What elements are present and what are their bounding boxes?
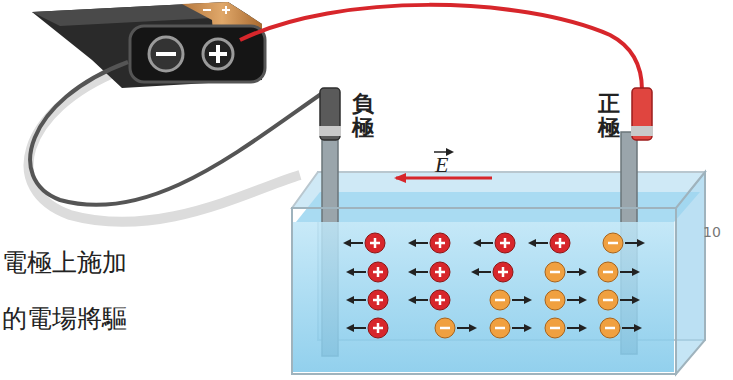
- plus-sign: [374, 238, 377, 248]
- anion: [490, 318, 510, 338]
- minus-sign: [608, 242, 618, 245]
- battery-terminal-plate: [130, 26, 265, 82]
- positive-wire: [240, 5, 642, 90]
- body-text: 的電場將驅: [2, 302, 127, 335]
- minus-sign: [550, 271, 560, 274]
- page-number: 10: [703, 224, 721, 240]
- cation: [368, 318, 388, 338]
- ion-arrow: [348, 299, 366, 301]
- ion-group: [345, 233, 643, 338]
- plus-sign: [504, 238, 507, 248]
- plus-sign: [439, 238, 442, 248]
- cation: [550, 233, 570, 253]
- electrode-label: 負極: [352, 92, 374, 140]
- ion-arrow: [620, 299, 638, 301]
- electrode-label: 正極: [598, 92, 620, 140]
- cation: [495, 233, 515, 253]
- ion-arrow: [625, 242, 643, 244]
- anion: [545, 262, 565, 282]
- anion: [598, 290, 618, 310]
- minus-sign: [440, 327, 450, 330]
- anion: [545, 318, 565, 338]
- minus-sign: [603, 299, 613, 302]
- ion-arrow: [410, 242, 428, 244]
- positive-clip: [632, 88, 652, 140]
- body-text: 電極上施加: [2, 246, 127, 279]
- cation: [365, 233, 385, 253]
- plus-sign: [559, 238, 562, 248]
- water-front: [292, 222, 674, 372]
- ion-arrow: [473, 271, 491, 273]
- ion-arrow: [475, 242, 493, 244]
- ion-arrow: [345, 242, 363, 244]
- negative-wire: [30, 62, 324, 205]
- plus-sign: [216, 45, 220, 63]
- minus-sign: [495, 327, 505, 330]
- minus-mark: [203, 9, 211, 11]
- ion-arrow: [410, 299, 428, 301]
- anion: [545, 290, 565, 310]
- ion-arrow: [567, 299, 585, 301]
- ion-arrow: [512, 327, 530, 329]
- anion: [435, 318, 455, 338]
- plus-sign: [377, 295, 380, 305]
- cation: [368, 262, 388, 282]
- cation: [430, 290, 450, 310]
- tank-side: [676, 172, 705, 374]
- plus-sign: [439, 267, 442, 277]
- ion-arrow: [622, 327, 640, 329]
- plus-sign: [439, 295, 442, 305]
- cation: [430, 262, 450, 282]
- ion-arrow: [567, 271, 585, 273]
- cation: [368, 290, 388, 310]
- plus-sign: [502, 267, 505, 277]
- plus-sign: [377, 267, 380, 277]
- cation: [430, 233, 450, 253]
- anion: [490, 290, 510, 310]
- negative-clip: [320, 88, 340, 140]
- field-symbol: E: [435, 152, 448, 178]
- cation: [493, 262, 513, 282]
- ion-arrow: [457, 327, 475, 329]
- ion-arrow: [512, 299, 530, 301]
- plus-mark: [225, 6, 227, 14]
- plus-sign: [377, 323, 380, 333]
- anion: [603, 233, 623, 253]
- positive-terminal: [203, 39, 233, 69]
- minus-sign: [603, 271, 613, 274]
- ion-arrow: [567, 327, 585, 329]
- minus-sign: [550, 327, 560, 330]
- ion-arrow: [620, 271, 638, 273]
- minus-sign: [156, 52, 176, 56]
- anion: [598, 262, 618, 282]
- ion-arrow: [410, 271, 428, 273]
- ion-arrow: [348, 271, 366, 273]
- negative-terminal: [149, 37, 183, 71]
- clip-jaw: [319, 126, 341, 136]
- anion: [600, 318, 620, 338]
- ion-arrow: [530, 242, 548, 244]
- clip-jaw: [631, 126, 653, 136]
- minus-sign: [495, 299, 505, 302]
- minus-sign: [605, 327, 615, 330]
- ion-arrow: [348, 327, 366, 329]
- minus-sign: [550, 299, 560, 302]
- tank-front: [292, 208, 676, 374]
